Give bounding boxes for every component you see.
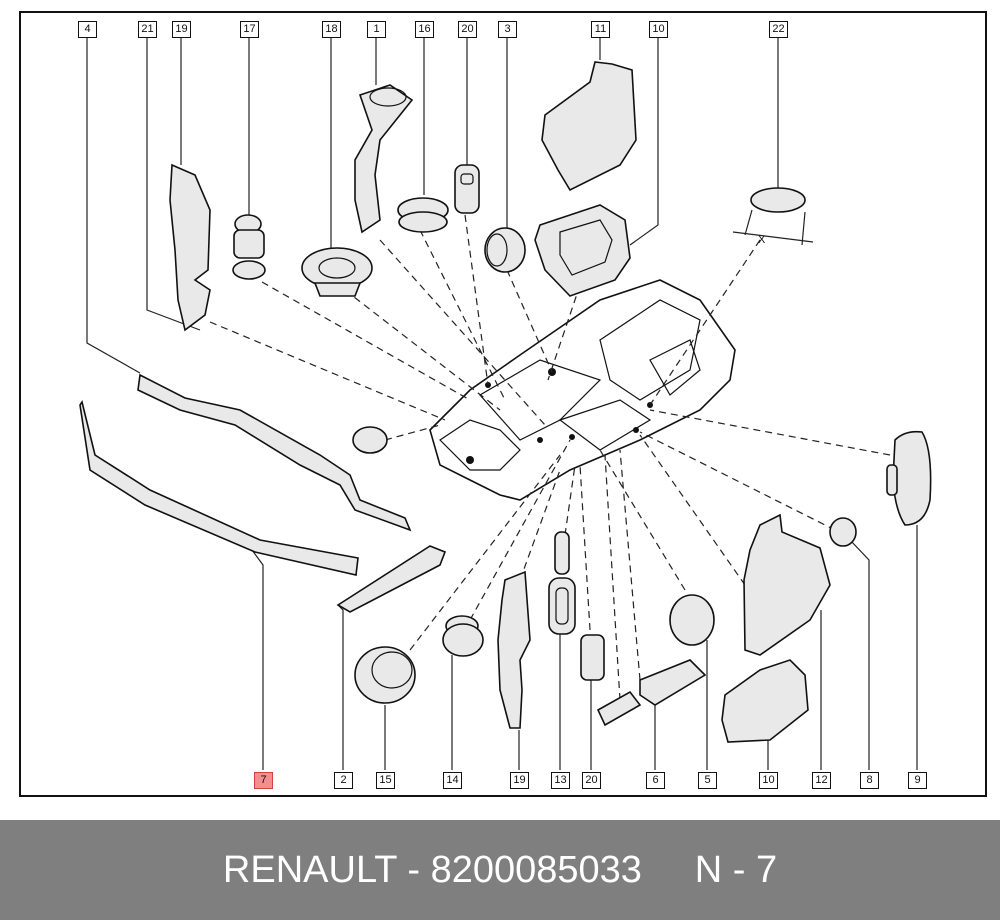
clip-part-20-top [454,164,480,214]
disc-part-22 [732,187,814,246]
clip-part-20-bottom [580,634,605,681]
callout-22: 22 [769,21,788,38]
separator: - [722,849,756,891]
callout-11: 11 [591,21,610,38]
callout-1: 1 [367,21,386,38]
box-part-10-top [534,204,631,297]
callout-19: 19 [172,21,191,38]
ring-part-15 [354,646,416,704]
parts-diagram [79,36,932,770]
gap [642,849,695,891]
callout-5: 5 [698,772,717,789]
grommet-part-17 [232,214,266,280]
callout-8: 8 [860,772,879,789]
plug-part-3 [484,227,526,273]
callout-18: 18 [322,21,341,38]
item-number: 7 [755,849,778,891]
callout-15: 15 [376,772,395,789]
grommet-part-6 [596,659,707,727]
panel-part-19-top [169,163,211,332]
callout-4: 4 [78,21,97,38]
plug-part-16 [397,197,449,233]
plug-part-8 [829,517,857,547]
plug-small-left [352,426,388,454]
callout-17: 17 [240,21,259,38]
box-part-10-bottom [721,659,809,743]
rail-part-2 [336,545,447,613]
callout-6: 6 [646,772,665,789]
callout-10-bottom: 10 [759,772,778,789]
panel-part-12 [743,513,831,656]
dimension-label: X [758,234,766,246]
callout-14: 14 [443,772,462,789]
callout-20-bottom: 20 [582,772,601,789]
plug-part-5 [669,594,715,646]
plug-part-14 [442,615,484,657]
cup-part-18 [301,247,373,297]
leader-lines [86,36,918,770]
car-body-shell [429,279,736,501]
tube-part-1 [354,84,414,234]
callout-16: 16 [415,21,434,38]
part-number: 8200085033 [430,849,642,891]
callout-10: 10 [649,21,668,38]
rail-part-4 [137,373,412,532]
callout-20: 20 [458,21,477,38]
brand-name: RENAULT [222,849,397,891]
item-prefix: N [694,849,723,891]
panel-part-19-bottom [497,570,531,729]
callout-2: 2 [334,772,353,789]
callout-7-highlighted: 7 [254,772,273,789]
footer-caption: RENAULT - 8200085033 N - 7 [0,820,1000,920]
callout-13: 13 [551,772,570,789]
grommet-part-13 [548,531,576,635]
panel-part-11 [541,61,637,192]
callout-9: 9 [908,772,927,789]
plug-part-9 [886,430,932,526]
callout-3: 3 [498,21,517,38]
separator: - [396,849,431,891]
callout-12: 12 [812,772,831,789]
callout-19-bottom: 19 [510,772,529,789]
callout-21: 21 [138,21,157,38]
rail-part-7 [79,400,359,576]
footer-banner: RENAULT - 8200085033 N - 7 [0,820,1000,920]
